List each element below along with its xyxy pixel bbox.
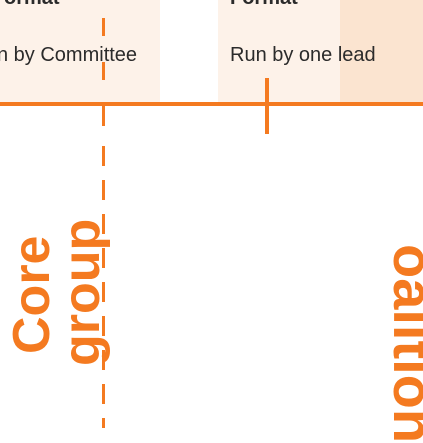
- coalition-label: oalition: [382, 244, 423, 443]
- right-header-text: Run by one lead: [230, 44, 376, 66]
- header-panel-right-shaded: [340, 0, 423, 104]
- group-label: group: [53, 218, 111, 366]
- diagram-lines: [0, 18, 423, 428]
- left-format-fragment: ormat: [4, 0, 60, 10]
- header-panel-left: [0, 0, 160, 104]
- header-panel-right: [218, 0, 340, 104]
- right-format-fragment: Format: [230, 0, 298, 10]
- left-header-text: n by Committee: [0, 44, 138, 66]
